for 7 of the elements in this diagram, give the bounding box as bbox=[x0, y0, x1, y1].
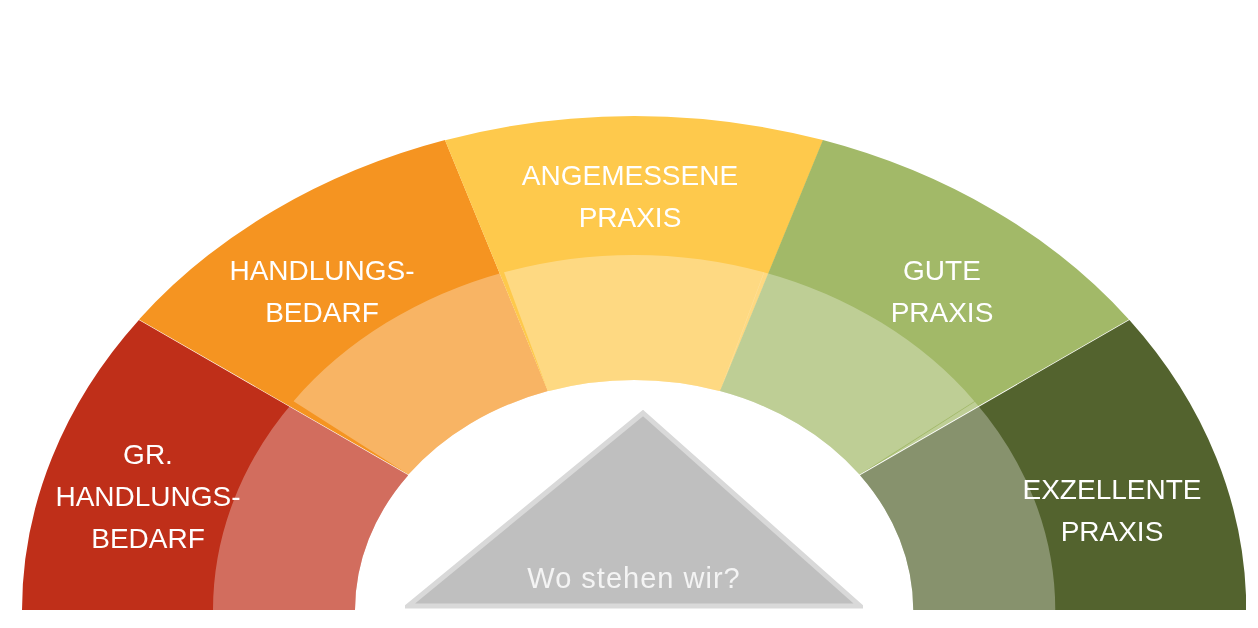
pointer-triangle bbox=[405, 410, 863, 609]
segment-label: GUTE PRAXIS bbox=[889, 254, 995, 330]
segment-label: ANGEMESSENE PRAXIS bbox=[520, 159, 740, 235]
segment-label: EXZELLENTE PRAXIS bbox=[1021, 473, 1203, 549]
segment-label: HANDLUNGS-BEDARF bbox=[228, 254, 416, 330]
segment-label: GR. HANDLUNGS-BEDARF bbox=[54, 438, 242, 556]
gauge-segment bbox=[444, 116, 824, 392]
